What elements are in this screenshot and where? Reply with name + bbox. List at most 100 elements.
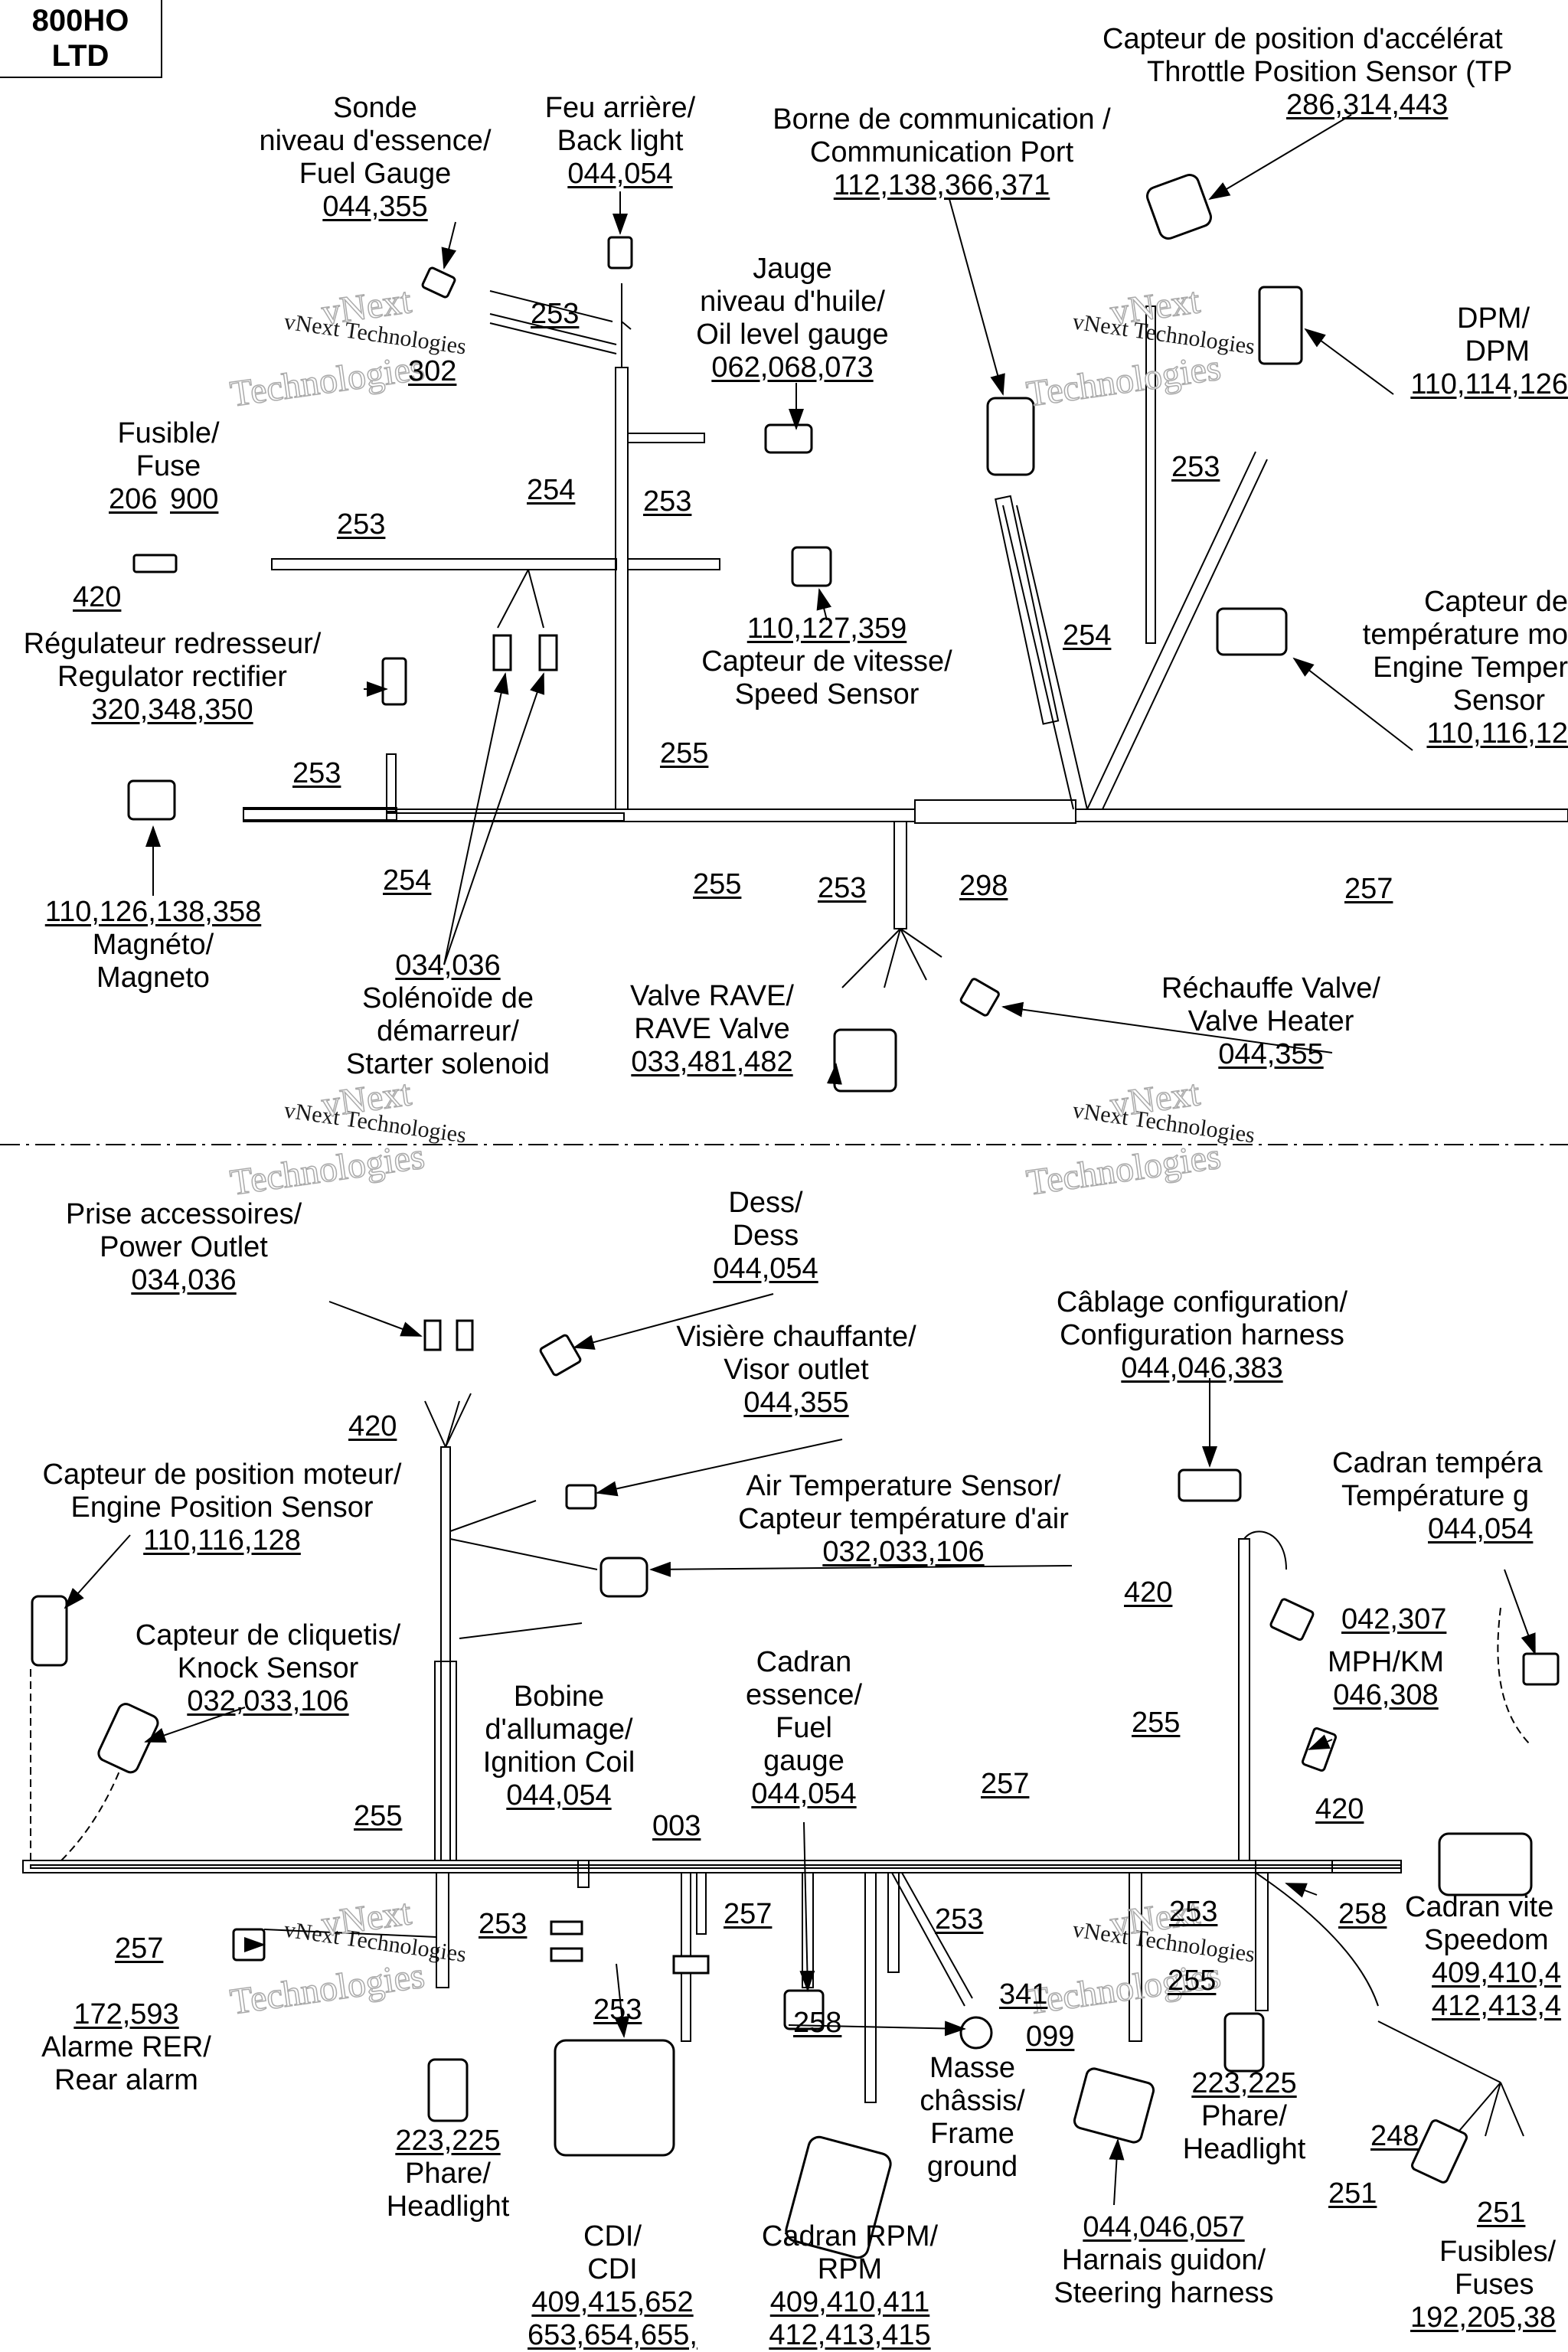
magneto-connector (127, 779, 176, 821)
branch-253-fuse (271, 558, 617, 570)
watermark: Technologies (1024, 1135, 1224, 1204)
label-rear-alarm: 172,593 Alarme RER/Rear alarm (41, 1998, 211, 2096)
wire-number: 257 (115, 1932, 164, 1965)
ignition-coil-terminal-2 (550, 1947, 583, 1962)
label-headlight-right: 223,225 Phare/Headlight (1182, 2067, 1306, 2165)
rave-valve-connector (833, 1028, 897, 1093)
label-fuse: Fusible/Fuse (117, 417, 220, 482)
watermark: Technologies (227, 1955, 428, 2024)
speed-sensor-connector (791, 546, 832, 587)
frame-ground-lug (959, 2016, 993, 2050)
wire-number: 257 (1344, 873, 1393, 905)
label-knock-sensor: Capteur de cliquetis/Knock Sensor 032,03… (135, 1619, 401, 1717)
wire-number: 253 (479, 1908, 528, 1940)
mph-km-connector (1269, 1598, 1315, 1642)
communication-port-connector (986, 397, 1035, 476)
regulator-connector (381, 657, 407, 706)
fuse-holder (132, 554, 178, 573)
mph-km-lead (1301, 1727, 1338, 1772)
wire-number: 253 (1171, 451, 1220, 483)
wire-number: 253 (337, 508, 386, 541)
wire-number: 253 (935, 1903, 984, 1936)
label-configuration-harness: Câblage configuration/Configuration harn… (1056, 1286, 1348, 1384)
wire-number: 298 (959, 870, 1008, 902)
wire-number: 042,307 (1341, 1603, 1447, 1635)
wire-number: 254 (383, 864, 432, 897)
wire-number: 258 (1338, 1898, 1387, 1930)
watermark: Technologies (1024, 347, 1224, 416)
tps-connector (1146, 174, 1212, 240)
back-light-connector (607, 236, 633, 270)
speedometer-connector (1438, 1832, 1533, 1896)
label-mph-km: MPH/KM 046,308 (1328, 1646, 1444, 1711)
wire-number: 257 (724, 1898, 773, 1930)
power-outlet-terminal-2 (456, 1319, 474, 1351)
main-trunk-bottom (22, 1860, 1402, 1873)
configuration-connector (1178, 1468, 1242, 1502)
ignition-coil-terminal-1 (550, 1920, 583, 1936)
label-dess: Dess/Dess 044,054 (713, 1187, 818, 1285)
label-power-outlet: Prise accessoires/Power Outlet 034,036 (65, 1198, 302, 1296)
wire-number: 251 (1477, 2197, 1526, 2229)
label-fuses: Fusibles/Fuses 192,205,38 (1410, 2236, 1557, 2334)
label-speed-sensor: 110,127,359 Capteur de vitesse/Speed Sen… (701, 612, 952, 710)
valve-heater-connector (959, 978, 1000, 1017)
wire-number: 254 (527, 474, 576, 506)
watermark: Technologies (227, 1135, 428, 1204)
label-magneto: 110,126,138,358 Magnéto/Magneto (44, 896, 262, 994)
label-back-light: Feu arrière/Back light 044,054 (544, 92, 696, 190)
rpm-connector (785, 2135, 892, 2259)
visor-outlet-connector (565, 1484, 597, 1510)
model-name: 800HO (31, 4, 129, 38)
label-rpm-gauge: Cadran RPM/RPM 409,410,411 412,413,415 (761, 2220, 939, 2351)
wire-number: 420 (1124, 1576, 1173, 1609)
wire-number: 251 (1328, 2177, 1377, 2210)
knock-sensor-connector (97, 1703, 159, 1774)
watermark: vNext (1107, 1072, 1203, 1125)
wire-number: 255 (693, 868, 742, 900)
engine-position-connector (31, 1595, 68, 1667)
label-air-temp-sensor: Air Temperature Sensor/Capteur températu… (738, 1470, 1069, 1568)
rear-alarm-connector (232, 1928, 266, 1962)
wire-number: 248 (1370, 2120, 1419, 2152)
model-trim: LTD (51, 39, 109, 73)
fuse-block (1411, 2119, 1468, 2184)
label-steering-harness: 044,046,057 Harnais guidon/Steering harn… (1054, 2211, 1274, 2309)
wire-number: 420 (1315, 1793, 1364, 1825)
oil-level-connector (764, 423, 813, 454)
wire-number: 420 (348, 1410, 397, 1442)
label-headlight-left: 223,225 Phare/Headlight (386, 2125, 510, 2223)
wire-number: 258 (793, 2007, 842, 2039)
wire-number: 900 (170, 483, 219, 515)
main-trunk-top (243, 808, 1568, 822)
wire-number: 253 (643, 485, 692, 518)
wire-number: 253 (292, 757, 341, 789)
wire-number: 003 (652, 1810, 701, 1842)
wire-number: 255 (1132, 1707, 1181, 1739)
engine-temp-connector (1216, 607, 1288, 656)
temp-gauge-connector (1522, 1652, 1560, 1686)
cdi-module (554, 2039, 675, 2157)
wire-number: 255 (1168, 1965, 1217, 1997)
wire-number: 253 (818, 872, 867, 904)
label-dpm: DPM/DPM 110,114,126 (1410, 302, 1568, 400)
wire-number: 099 (1026, 2020, 1075, 2053)
label-rave-valve: Valve RAVE/RAVE Valve 033,481,482 (629, 980, 794, 1078)
label-engine-position-sensor: Capteur de position moteur/Engine Positi… (42, 1459, 402, 1557)
wire-number: 253 (531, 298, 580, 330)
label-valve-heater: Réchauffe Valve/Valve Heater 044,355 (1161, 972, 1380, 1070)
wire-number: 206 (109, 483, 158, 515)
model-badge: 800HO LTD (0, 0, 162, 78)
wire-number: 302 (408, 355, 457, 387)
label-communication-port: Borne de communication /Communication Po… (773, 103, 1111, 201)
trunk-segment-253 (386, 812, 625, 822)
